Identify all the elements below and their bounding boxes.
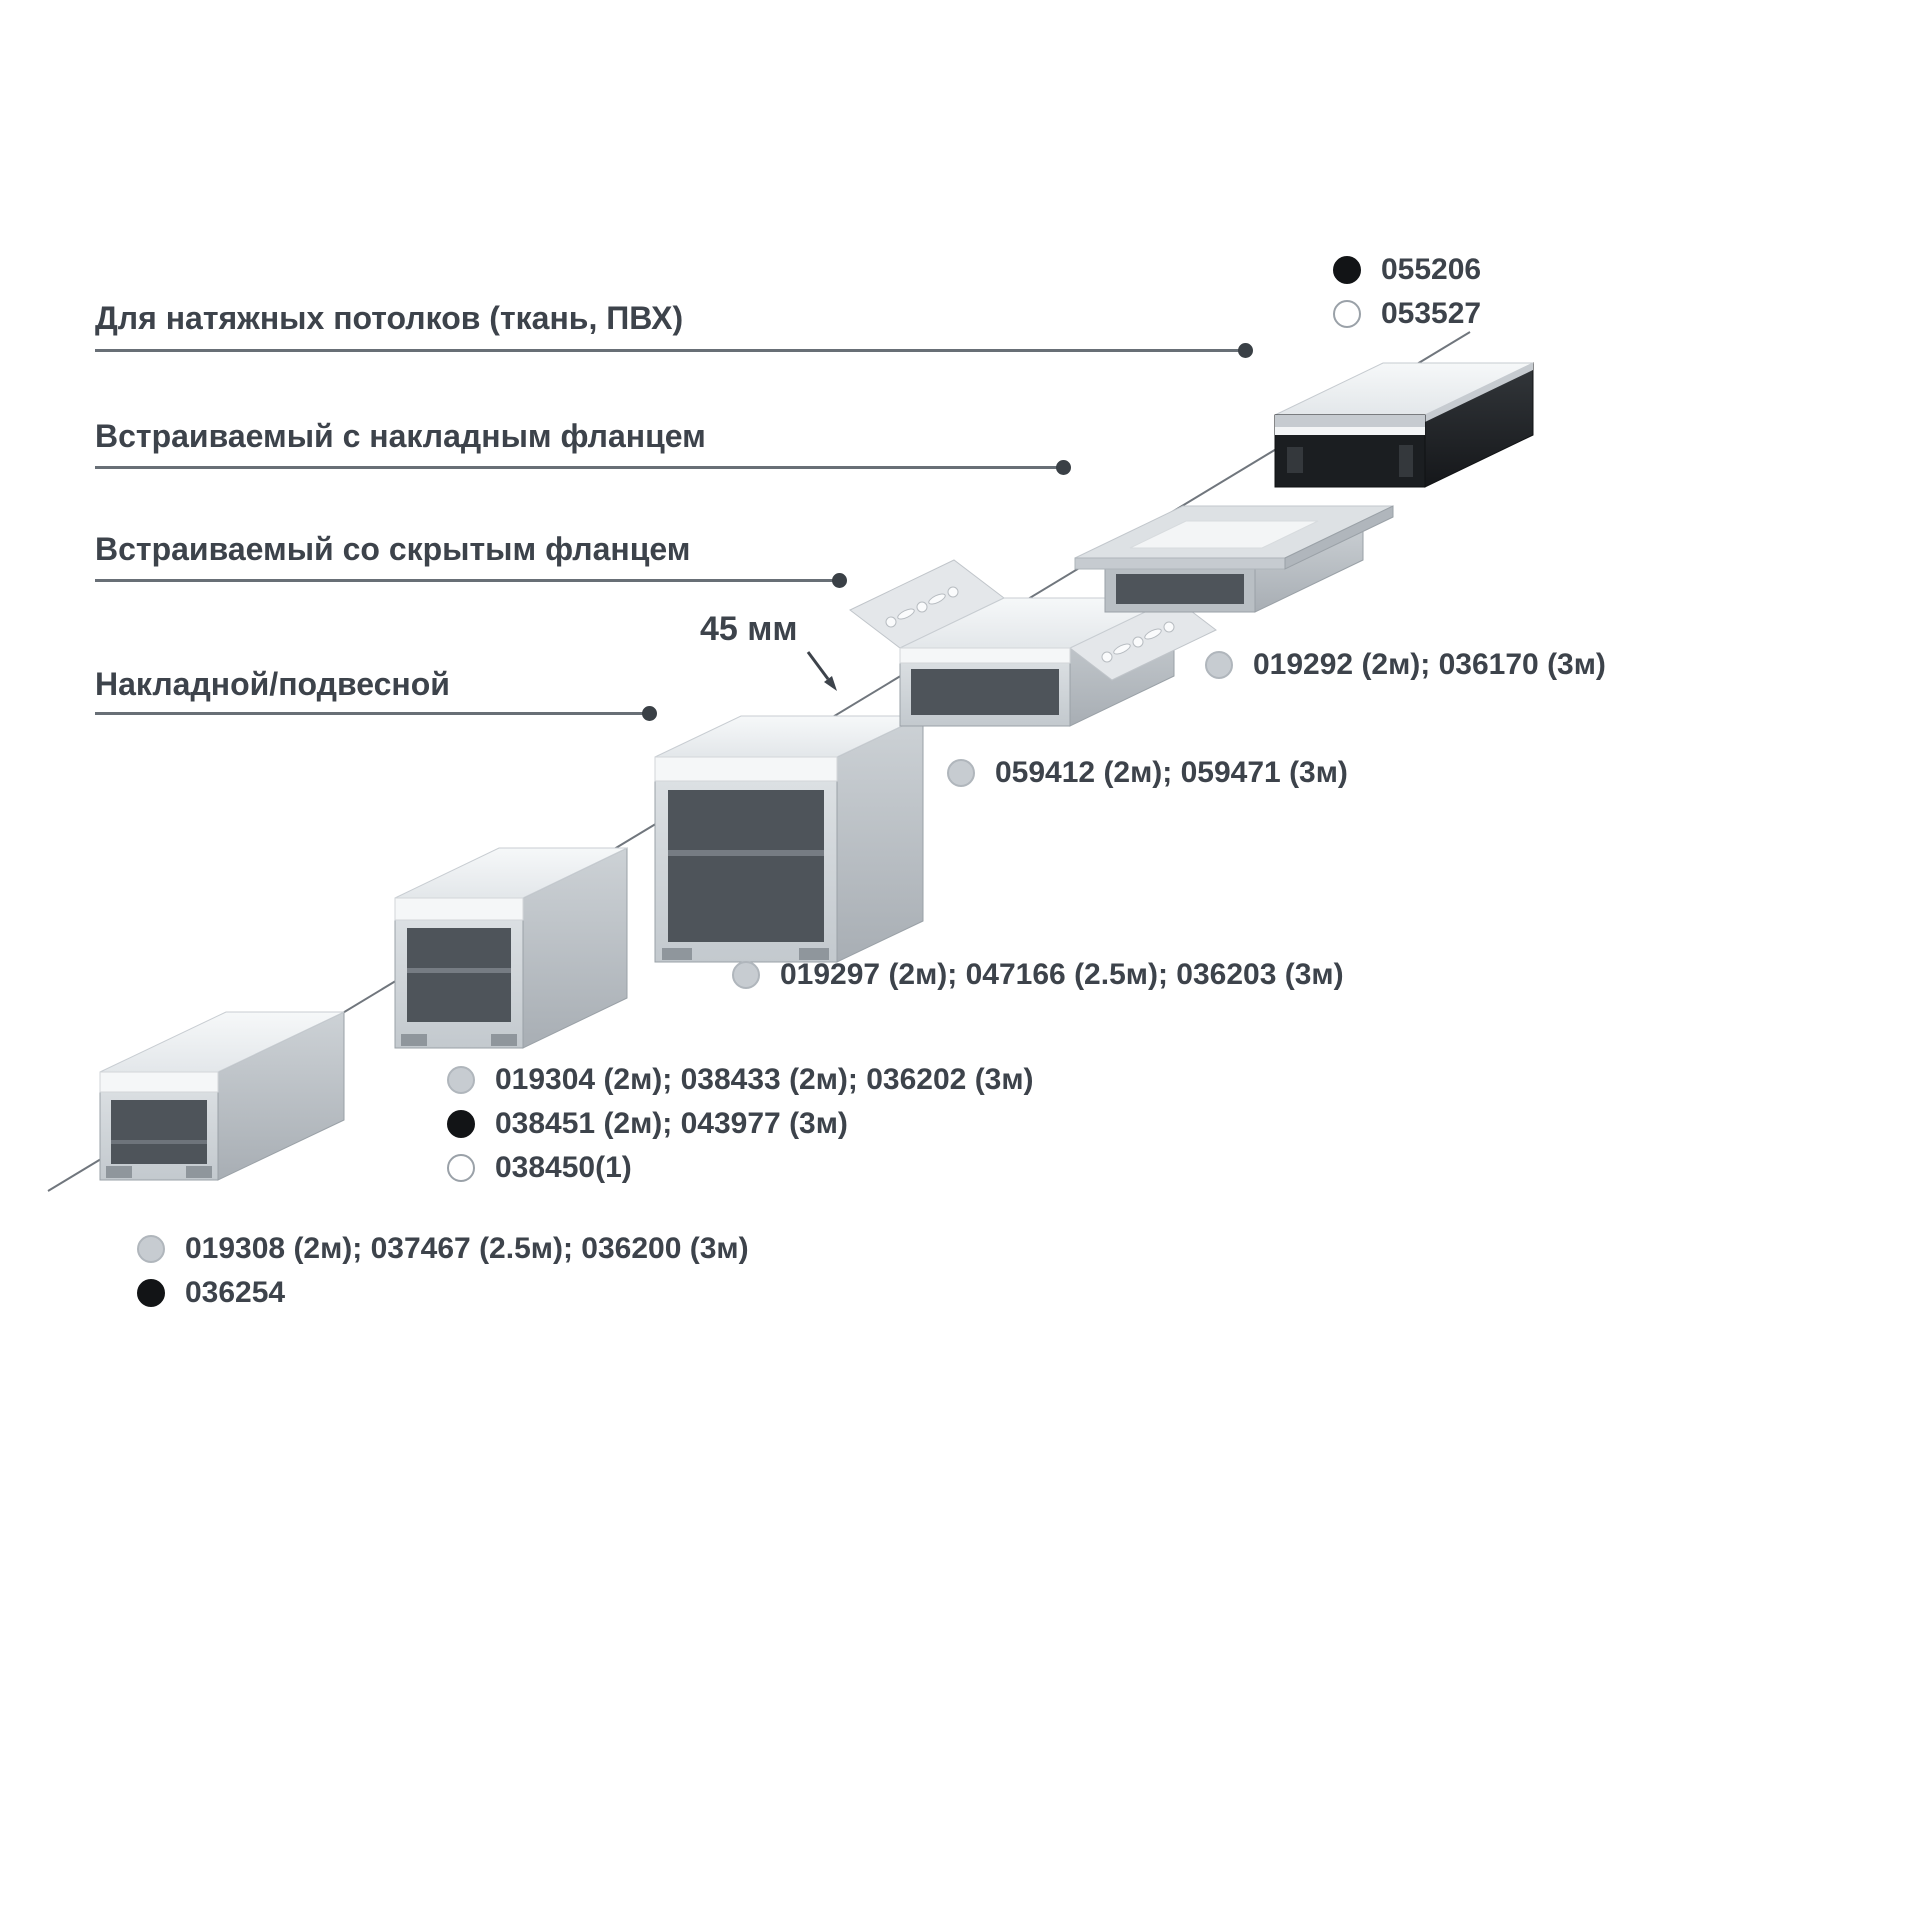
variant-dot bbox=[137, 1278, 165, 1307]
code-row-019297: 019297 (2м); 047166 (2.5м); 036203 (3м) bbox=[732, 958, 1344, 991]
profile-recessed-hidden-flange bbox=[849, 559, 1217, 727]
variant-dot bbox=[947, 758, 975, 787]
variant-dot bbox=[137, 1234, 165, 1263]
category-label-surface-suspended: Накладной/подвесной bbox=[95, 666, 450, 702]
dimension-label-45mm: 45 мм bbox=[700, 610, 798, 648]
profile-surface-mount-mid bbox=[394, 847, 628, 1049]
profile-surface-mount-low bbox=[99, 1011, 345, 1181]
product-code: 059412 (2м); 059471 (3м) bbox=[995, 756, 1348, 789]
product-code: 019297 (2м); 047166 (2.5м); 036203 (3м) bbox=[780, 958, 1344, 991]
variant-dot bbox=[447, 1065, 475, 1094]
category-label-stretch-ceilings: Для натяжных потолков (ткань, ПВХ) bbox=[95, 300, 684, 336]
product-code: 036254 bbox=[185, 1276, 286, 1309]
code-row-036254: 036254 bbox=[137, 1276, 285, 1309]
variant-dot bbox=[1205, 650, 1233, 679]
product-code: 055206 bbox=[1381, 253, 1482, 286]
code-row-055206: 055206 bbox=[1333, 253, 1481, 286]
leader-line-stretch-ceilings bbox=[95, 343, 1253, 358]
code-row-053527: 053527 bbox=[1333, 297, 1481, 330]
code-row-019308: 019308 (2м); 037467 (2.5м); 036200 (3м) bbox=[137, 1232, 749, 1265]
code-row-059412: 059412 (2м); 059471 (3м) bbox=[947, 756, 1348, 789]
category-label-recessed-hidden-flange: Встраиваемый со скрытым фланцем bbox=[95, 531, 691, 567]
variant-dot bbox=[1333, 299, 1361, 328]
variant-dot bbox=[732, 960, 760, 989]
product-code: 038450(1) bbox=[495, 1151, 632, 1184]
profile-surface-mount-large bbox=[654, 715, 924, 963]
profile-recessed-surface-flange bbox=[1074, 505, 1394, 613]
variant-dot bbox=[447, 1109, 475, 1138]
variant-dot bbox=[1333, 255, 1361, 284]
leader-line-recessed-hidden-flange bbox=[95, 573, 847, 588]
product-code: 038451 (2м); 043977 (3м) bbox=[495, 1107, 848, 1140]
product-code: 019308 (2м); 037467 (2.5м); 036200 (3м) bbox=[185, 1232, 749, 1265]
dimension-arrow bbox=[806, 651, 837, 691]
code-row-019292: 019292 (2м); 036170 (3м) bbox=[1205, 648, 1606, 681]
category-label-recessed-surface-flange: Встраиваемый с накладным фланцем bbox=[95, 418, 706, 454]
leader-line-surface-suspended bbox=[95, 706, 657, 721]
code-row-038450: 038450(1) bbox=[447, 1151, 632, 1184]
code-row-038451: 038451 (2м); 043977 (3м) bbox=[447, 1107, 848, 1140]
product-code: 019292 (2м); 036170 (3м) bbox=[1253, 648, 1606, 681]
code-row-019304: 019304 (2м); 038433 (2м); 036202 (3м) bbox=[447, 1063, 1034, 1096]
profile-stretch-ceiling bbox=[1274, 362, 1534, 488]
product-code: 019304 (2м); 038433 (2м); 036202 (3м) bbox=[495, 1063, 1034, 1096]
product-code: 053527 bbox=[1381, 297, 1482, 330]
variant-dot bbox=[447, 1153, 475, 1182]
leader-line-recessed-surface-flange bbox=[95, 460, 1071, 475]
